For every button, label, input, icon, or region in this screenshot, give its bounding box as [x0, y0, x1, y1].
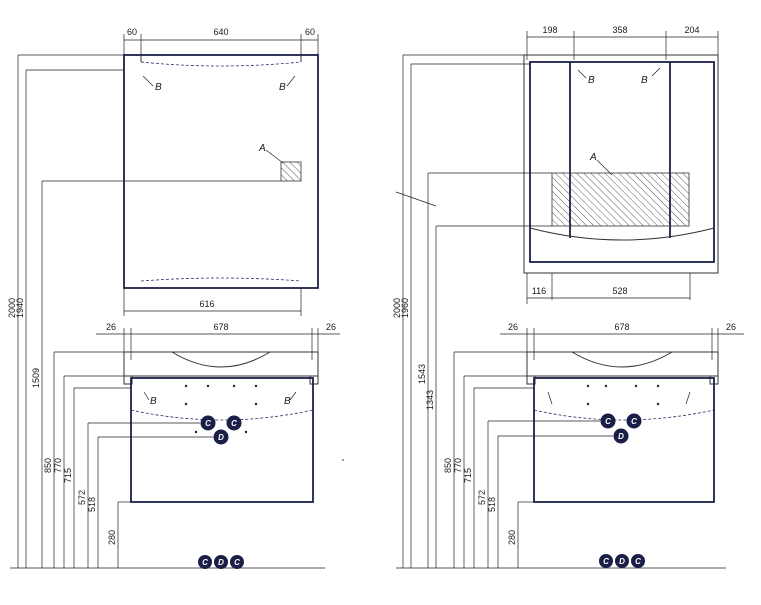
right-vanity: C C D	[526, 351, 719, 503]
left-vanity-top-dimension: 26 678 26	[96, 322, 340, 360]
right-cabinet-label-b1: B	[588, 75, 595, 86]
left-mirror-dim-1: 60	[127, 27, 137, 37]
right-vanity-badge-d: D	[613, 428, 629, 444]
left-vanity-badge-c2: C	[226, 415, 242, 431]
right-cabinet-socket-hatch	[551, 172, 690, 227]
right-cabinet-dim-2: 358	[612, 25, 627, 35]
svg-text:C: C	[234, 558, 240, 567]
left-vdim-518: 518	[87, 497, 97, 512]
left-mirror-dim-bottom: 616	[199, 299, 214, 309]
right-floor-badge-c1: C	[599, 554, 613, 568]
right-cabinet-dim-bottom-1: 116	[532, 286, 546, 296]
right-vanity-top-dimension: 26 678 26	[500, 322, 744, 360]
left-mirror-bottom-dimension: 616	[123, 288, 302, 316]
left-mirror-dim-3: 60	[305, 27, 315, 37]
right-vdim-850: 850	[443, 458, 453, 473]
right-cabinet-bottom-dimension: 116 528	[526, 273, 690, 304]
left-vdim-850: 850	[43, 458, 53, 473]
left-vdim-2000: 2000	[7, 298, 17, 318]
right-cabinet-dim-3: 204	[684, 25, 699, 35]
left-floor-badge-c1: C	[198, 555, 212, 569]
svg-text:D: D	[218, 558, 224, 567]
right-vdim-1343: 1343	[425, 390, 435, 410]
left-vdim-280: 280	[107, 530, 117, 545]
right-vanity-dim-3: 26	[726, 322, 736, 332]
left-vanity: B B C C D	[123, 351, 344, 503]
svg-text:C: C	[603, 557, 609, 566]
right-drawing: 198 358 204 B B A 116	[392, 25, 744, 569]
svg-text:C: C	[231, 419, 237, 428]
left-vdim-1509: 1509	[31, 368, 41, 388]
right-floor-badge-d: D	[615, 554, 629, 568]
right-vdim-518: 518	[487, 497, 497, 512]
left-vanity-badge-d: D	[213, 429, 229, 445]
left-mirror-top-dimension: 60 640 60	[123, 27, 319, 60]
left-mirror-label-b1: B	[155, 82, 162, 93]
right-vanity-dim-1: 26	[508, 322, 518, 332]
left-floor-badge-d: D	[214, 555, 228, 569]
left-floor-badge-c2: C	[230, 555, 244, 569]
left-vanity-label-b1: B	[150, 396, 157, 407]
svg-text:C: C	[635, 557, 641, 566]
left-vanity-dim-2: 678	[213, 322, 228, 332]
left-vdim-572: 572	[77, 490, 87, 505]
left-vdim-1940: 1940	[15, 298, 25, 318]
left-vertical-dimensions: 2000 1940 1509 850 770 715 572 518 280	[7, 54, 325, 569]
left-mirror-label-b2: B	[279, 82, 286, 93]
right-vanity-badge-c2: C	[626, 413, 642, 429]
right-cabinet: B B A	[523, 54, 719, 300]
left-vanity-badge-c1: C	[200, 415, 216, 431]
left-mirror-label-a: A	[258, 143, 266, 154]
svg-text:C: C	[631, 417, 637, 426]
right-floor-badges: C D C	[599, 554, 645, 568]
right-cabinet-dim-1: 198	[542, 25, 557, 35]
right-cabinet-label-b2: B	[641, 75, 648, 86]
right-vdim-2000: 2000	[392, 298, 402, 318]
right-floor-badge-c2: C	[631, 554, 645, 568]
left-vanity-dim-1: 26	[106, 322, 116, 332]
left-vdim-770: 770	[53, 458, 63, 473]
right-vdim-770: 770	[453, 458, 463, 473]
left-vanity-dim-3: 26	[326, 322, 336, 332]
left-drawing: 60 640 60 B B A 616	[7, 27, 344, 569]
svg-text:D: D	[619, 557, 625, 566]
left-vdim-715: 715	[63, 468, 73, 483]
right-vdim-1543: 1543	[417, 364, 427, 384]
right-vanity-dim-2: 678	[614, 322, 629, 332]
svg-text:C: C	[202, 558, 208, 567]
right-cabinet-dim-bottom-2: 528	[612, 286, 627, 296]
right-vdim-572: 572	[477, 490, 487, 505]
right-vdim-280: 280	[507, 530, 517, 545]
right-vdim-1960: 1960	[400, 298, 410, 318]
right-vdim-715: 715	[463, 468, 473, 483]
left-mirror-dim-2: 640	[213, 27, 228, 37]
svg-text:D: D	[618, 432, 624, 441]
left-mirror: B B A	[123, 54, 319, 289]
svg-text:C: C	[205, 419, 211, 428]
left-floor-badges: C D C	[198, 555, 244, 569]
svg-text:C: C	[605, 417, 611, 426]
svg-text:D: D	[218, 433, 224, 442]
right-vertical-dimensions: 2000 1960 1543 1343 850 770 715 572 518 …	[392, 54, 726, 569]
left-mirror-socket-hatch	[280, 161, 302, 182]
right-vanity-badge-c1: C	[600, 413, 616, 429]
left-vanity-label-b2: B	[284, 396, 291, 407]
right-cabinet-label-a: A	[589, 152, 597, 163]
